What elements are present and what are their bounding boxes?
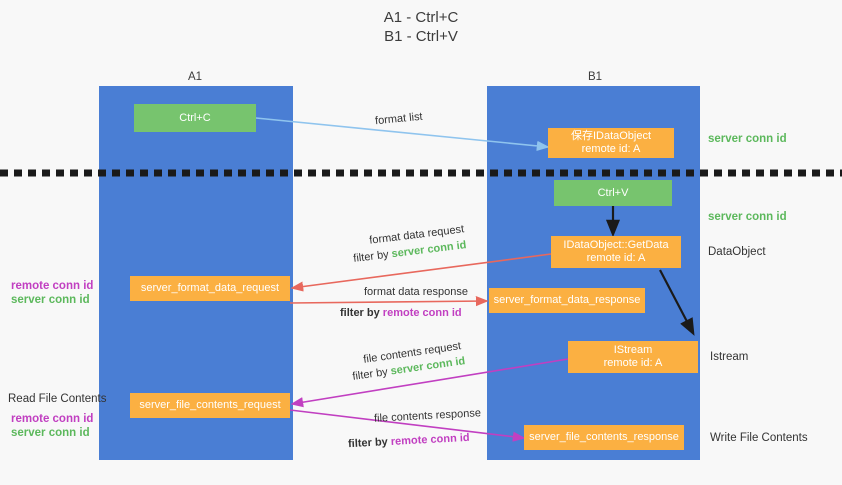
box-server-format-data-response-label: server_format_data_response [493, 294, 641, 306]
box-getdata-line2: remote id: A [586, 252, 646, 264]
box-getdata[interactable]: IDataObject::GetData remote id: A [551, 236, 681, 268]
box-server-file-contents-response-label: server_file_contents_response [529, 431, 679, 443]
box-istream-line2: remote id: A [603, 357, 663, 369]
right-label-dataobject: DataObject [708, 246, 766, 258]
flow-label-file-contents-response: file contents response [373, 407, 482, 425]
box-getdata-line1: IDataObject::GetData [563, 239, 669, 251]
right-label-server-conn-id-2: server conn id [708, 211, 787, 223]
box-server-format-data-request-label: server_format_data_request [140, 282, 280, 294]
box-ctrl-c[interactable]: Ctrl+C [134, 104, 256, 132]
box-server-file-contents-request-label: server_file_contents_request [139, 399, 281, 411]
flow-label-file-contents-response-filter-value: remote conn id [390, 431, 470, 448]
arrow-format-data-response [289, 295, 489, 307]
left-label-server-conn-id-2: server conn id [11, 427, 90, 439]
flow-label-file-contents-request-filter-prefix: filter by [351, 365, 392, 383]
flow-label-file-contents-response-filter: filter by remote conn id [348, 431, 470, 451]
box-server-file-contents-response[interactable]: server_file_contents_response [524, 425, 684, 450]
diagram-title: A1 - Ctrl+C B1 - Ctrl+V [271, 8, 571, 46]
left-label-remote-conn-id-1: remote conn id [11, 280, 94, 292]
flow-label-format-data-response-filter-prefix: filter by [340, 307, 383, 319]
box-istream[interactable]: IStream remote id: A [568, 341, 698, 373]
flow-label-format-data-response-filter-value: remote conn id [382, 307, 462, 319]
lane-a1-name: A1 [187, 71, 203, 83]
right-label-server-conn-id-1: server conn id [708, 133, 787, 145]
flow-label-format-data-request-filter-prefix: filter by [352, 248, 393, 265]
box-save-idataobject-line1: 保存IDataObject [570, 130, 652, 142]
box-server-format-data-response[interactable]: server_format_data_response [489, 288, 645, 313]
lane-b1-name: B1 [587, 71, 603, 83]
right-label-istream: Istream [710, 351, 749, 363]
box-ctrl-c-label: Ctrl+C [179, 111, 211, 124]
box-ctrl-v-label: Ctrl+V [597, 186, 629, 199]
flow-label-file-contents-response-filter-prefix: filter by [347, 435, 392, 451]
box-server-format-data-request[interactable]: server_format_data_request [130, 276, 290, 301]
box-save-idataobject[interactable]: 保存IDataObject remote id: A [548, 128, 674, 158]
left-label-read-file-contents: Read File Contents [8, 393, 107, 405]
box-istream-line1: IStream [613, 344, 653, 356]
title-line-2: B1 - Ctrl+V [384, 28, 458, 45]
box-ctrl-v[interactable]: Ctrl+V [554, 180, 672, 206]
flow-label-format-data-response-filter: filter by remote conn id [340, 306, 462, 320]
left-label-remote-conn-id-2: remote conn id [11, 413, 94, 425]
title-line-1: A1 - Ctrl+C [383, 9, 459, 26]
right-label-write-file-contents: Write File Contents [710, 432, 808, 444]
flow-label-format-list: format list [374, 110, 424, 128]
flow-label-format-data-response: format data response [364, 286, 468, 298]
box-server-file-contents-request[interactable]: server_file_contents_request [130, 393, 290, 418]
left-label-server-conn-id-1: server conn id [11, 294, 90, 306]
box-save-idataobject-line2: remote id: A [581, 143, 641, 155]
